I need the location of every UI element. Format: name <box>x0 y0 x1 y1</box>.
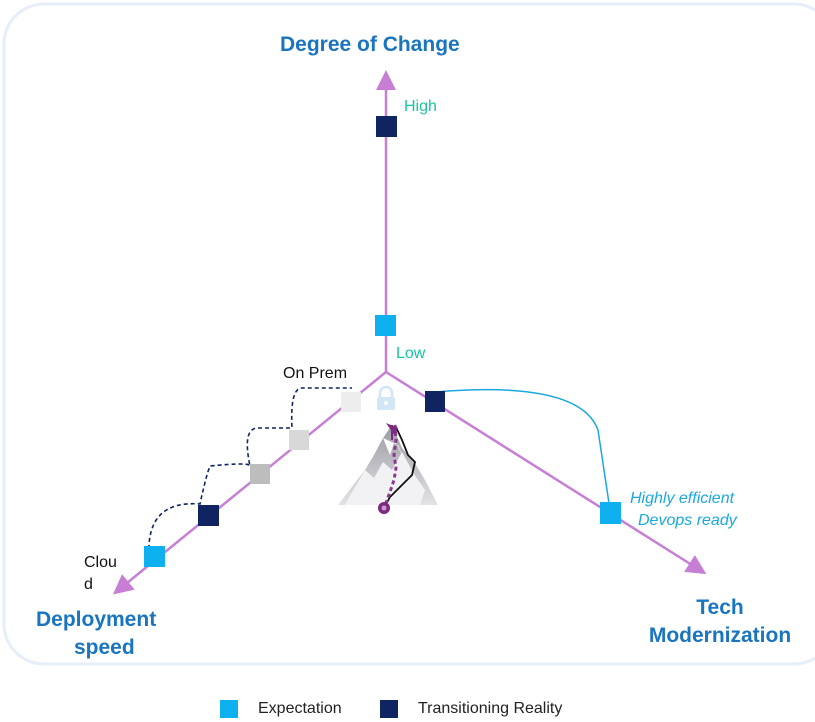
label-cloud-line2: d <box>84 576 93 593</box>
reality-marker-high <box>376 116 397 137</box>
expectation-marker-low <box>375 315 396 336</box>
expectation-marker-tech <box>600 502 621 524</box>
label-tech-end: Highly efficient Devops ready <box>630 488 737 532</box>
label-high: High <box>404 98 437 115</box>
diagram-frame <box>2 2 815 666</box>
expectation-marker-cloud <box>144 546 165 567</box>
legend-swatch-reality <box>380 700 398 718</box>
reality-marker-deployment <box>198 505 219 526</box>
transition-marker-2 <box>250 464 270 484</box>
label-on-prem: On Prem <box>283 365 348 382</box>
axis-title-deployment-speed: Deployment speed <box>36 606 206 662</box>
legend-swatch-expectation <box>220 700 238 718</box>
reality-path-tech <box>435 388 611 511</box>
label-tech-end-line1: Highly efficient <box>630 490 735 507</box>
transition-marker-1 <box>289 430 309 450</box>
label-low: Low <box>396 345 426 362</box>
axis-title-tech-line2: Modernization <box>648 624 792 647</box>
axis-title-tech-modernization: Tech Modernization <box>640 594 800 650</box>
legend-label-expectation: Expectation <box>258 700 342 717</box>
mountain-icon <box>338 423 438 514</box>
axis-title-degree-of-change: Degree of Change <box>280 33 460 56</box>
axis-title-deployment-line1: Deployment <box>36 608 157 631</box>
onprem-marker <box>341 392 361 412</box>
reality-marker-tech <box>425 391 445 412</box>
reality-path-deployment <box>148 387 352 557</box>
legend-label-reality: Transitioning Reality <box>418 700 563 717</box>
axis-title-tech-line1: Tech <box>696 596 744 619</box>
label-cloud-line1: Clou <box>84 554 117 571</box>
label-tech-end-line2: Devops ready <box>638 512 737 529</box>
legend: Expectation Transitioning Reality <box>0 698 815 722</box>
axis-title-deployment-line2: speed <box>74 636 135 659</box>
label-cloud: Clou d <box>84 552 117 596</box>
lock-icon <box>377 385 395 410</box>
